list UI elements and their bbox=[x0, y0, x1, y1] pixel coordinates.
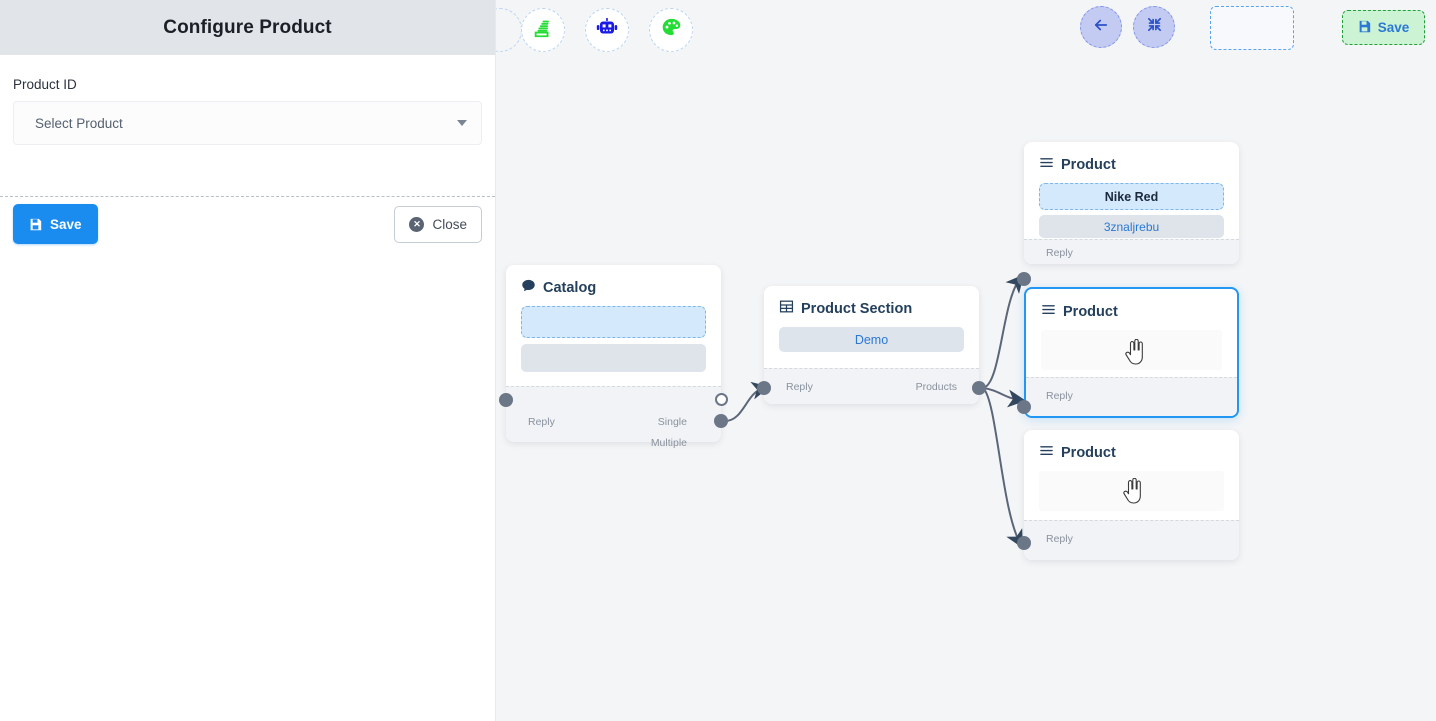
x-circle-icon: ✕ bbox=[409, 216, 425, 232]
node-product-3-body bbox=[1024, 471, 1239, 525]
product-select-value: Select Product bbox=[35, 115, 123, 131]
node-catalog-title: Catalog bbox=[543, 279, 597, 296]
node-product-section-body: Demo bbox=[764, 327, 979, 366]
product-1-port-reply-label: Reply bbox=[1046, 247, 1073, 259]
node-product-section-title: Product Section bbox=[801, 300, 913, 317]
product-id-label: Product ID bbox=[13, 77, 77, 92]
node-product-1[interactable]: Product Nike Red 3znaljrebu Reply bbox=[1017, 142, 1239, 286]
catalog-port-single[interactable] bbox=[715, 393, 728, 406]
node-product-2-header: Product bbox=[1026, 289, 1237, 330]
product-section-port-reply-label: Reply bbox=[786, 381, 813, 393]
edge-section-to-product-2 bbox=[982, 387, 1026, 408]
product-3-port-reply[interactable] bbox=[1017, 536, 1031, 550]
catalog-slot-dashed[interactable] bbox=[521, 306, 706, 338]
panel-actions: Save ✕ Close bbox=[0, 200, 495, 244]
list-icon bbox=[1039, 155, 1054, 174]
product-2-empty-slot[interactable] bbox=[1041, 330, 1222, 370]
node-product-2[interactable]: Product Reply bbox=[1017, 287, 1239, 418]
floppy-disk-icon bbox=[29, 218, 42, 231]
save-button-label: Save bbox=[50, 216, 82, 232]
close-button[interactable]: ✕ Close bbox=[394, 205, 482, 243]
toolbar-tool-stack[interactable] bbox=[521, 8, 565, 52]
node-product-section-header: Product Section bbox=[764, 286, 979, 327]
catalog-port-reply[interactable] bbox=[499, 393, 513, 407]
edge-section-to-product-3 bbox=[982, 387, 1023, 549]
product-section-port-reply[interactable] bbox=[757, 381, 771, 395]
toolbar-tool-palette[interactable] bbox=[649, 8, 693, 52]
product-section-port-products-label: Products bbox=[915, 381, 957, 393]
arrow-left-icon bbox=[1092, 16, 1110, 39]
product-2-port-reply-label: Reply bbox=[1046, 390, 1073, 402]
chat-bubble-icon bbox=[521, 278, 536, 297]
panel-header: Configure Product bbox=[0, 0, 495, 55]
catalog-port-multiple-label: Multiple bbox=[650, 437, 687, 449]
chevron-down-icon bbox=[457, 120, 467, 126]
panel-body: Product ID Select Product bbox=[0, 55, 495, 145]
catalog-slot-gray[interactable] bbox=[521, 344, 706, 372]
toolbar-tool-robot[interactable] bbox=[585, 8, 629, 52]
flow-canvas[interactable]: Save bbox=[496, 0, 1436, 721]
node-product-2-title: Product bbox=[1063, 303, 1118, 320]
panel-divider bbox=[0, 196, 495, 197]
catalog-port-single-label: Single bbox=[657, 416, 687, 428]
node-product-2-footer: Reply bbox=[1026, 377, 1237, 416]
catalog-port-reply-label: Reply bbox=[528, 416, 555, 428]
product-2-port-reply[interactable] bbox=[1017, 400, 1031, 414]
page-title: Configure Product bbox=[163, 16, 332, 38]
node-product-section-footer: Reply Products bbox=[764, 368, 979, 404]
close-button-label: Close bbox=[432, 216, 467, 232]
catalog-port-multiple[interactable] bbox=[714, 414, 728, 428]
fit-view-button[interactable] bbox=[1133, 6, 1175, 48]
product-1-port-reply[interactable] bbox=[1017, 272, 1031, 286]
edge-section-to-product-1 bbox=[982, 274, 1024, 389]
node-product-section[interactable]: Product Section Demo Reply Products bbox=[757, 286, 986, 404]
node-product-1-title: Product bbox=[1061, 156, 1116, 173]
node-catalog-footer: Reply Single Multiple bbox=[506, 386, 721, 449]
list-icon bbox=[1039, 443, 1054, 462]
list-icon bbox=[1041, 302, 1056, 321]
node-product-2-body bbox=[1026, 330, 1237, 384]
stack-icon bbox=[532, 17, 554, 44]
product-1-slot-nike-red[interactable]: Nike Red bbox=[1039, 183, 1224, 210]
toolbar-tool-partial[interactable] bbox=[496, 8, 522, 52]
robot-icon bbox=[595, 16, 619, 45]
product-3-port-reply-label: Reply bbox=[1046, 533, 1073, 545]
save-button[interactable]: Save bbox=[13, 204, 98, 244]
back-button[interactable] bbox=[1080, 6, 1122, 48]
node-product-3-title: Product bbox=[1061, 444, 1116, 461]
compress-icon bbox=[1146, 16, 1163, 38]
node-product-1-body: Nike Red 3znaljrebu bbox=[1024, 183, 1239, 252]
node-catalog-body bbox=[506, 306, 721, 386]
product-3-empty-slot[interactable] bbox=[1039, 471, 1224, 511]
configure-product-panel: Configure Product Product ID Select Prod… bbox=[0, 0, 496, 721]
product-1-slot-variant[interactable]: 3znaljrebu bbox=[1039, 215, 1224, 238]
product-section-slot-demo[interactable]: Demo bbox=[779, 327, 964, 352]
node-product-1-footer: Reply bbox=[1024, 239, 1239, 264]
product-select[interactable]: Select Product bbox=[13, 101, 482, 145]
toolbar-empty-slot[interactable] bbox=[1210, 6, 1294, 50]
node-catalog[interactable]: Catalog Reply Single Multiple bbox=[499, 265, 728, 449]
table-grid-icon bbox=[779, 299, 794, 318]
node-product-3[interactable]: Product Reply bbox=[1017, 430, 1239, 560]
product-section-port-products[interactable] bbox=[972, 381, 986, 395]
node-product-3-header: Product bbox=[1024, 430, 1239, 471]
palette-icon bbox=[660, 16, 683, 44]
node-product-3-footer: Reply bbox=[1024, 520, 1239, 560]
node-product-1-header: Product bbox=[1024, 142, 1239, 183]
canvas-save-button[interactable]: Save bbox=[1342, 10, 1425, 45]
node-catalog-header: Catalog bbox=[506, 265, 721, 306]
floppy-disk-icon bbox=[1358, 20, 1371, 36]
canvas-save-label: Save bbox=[1377, 20, 1410, 35]
